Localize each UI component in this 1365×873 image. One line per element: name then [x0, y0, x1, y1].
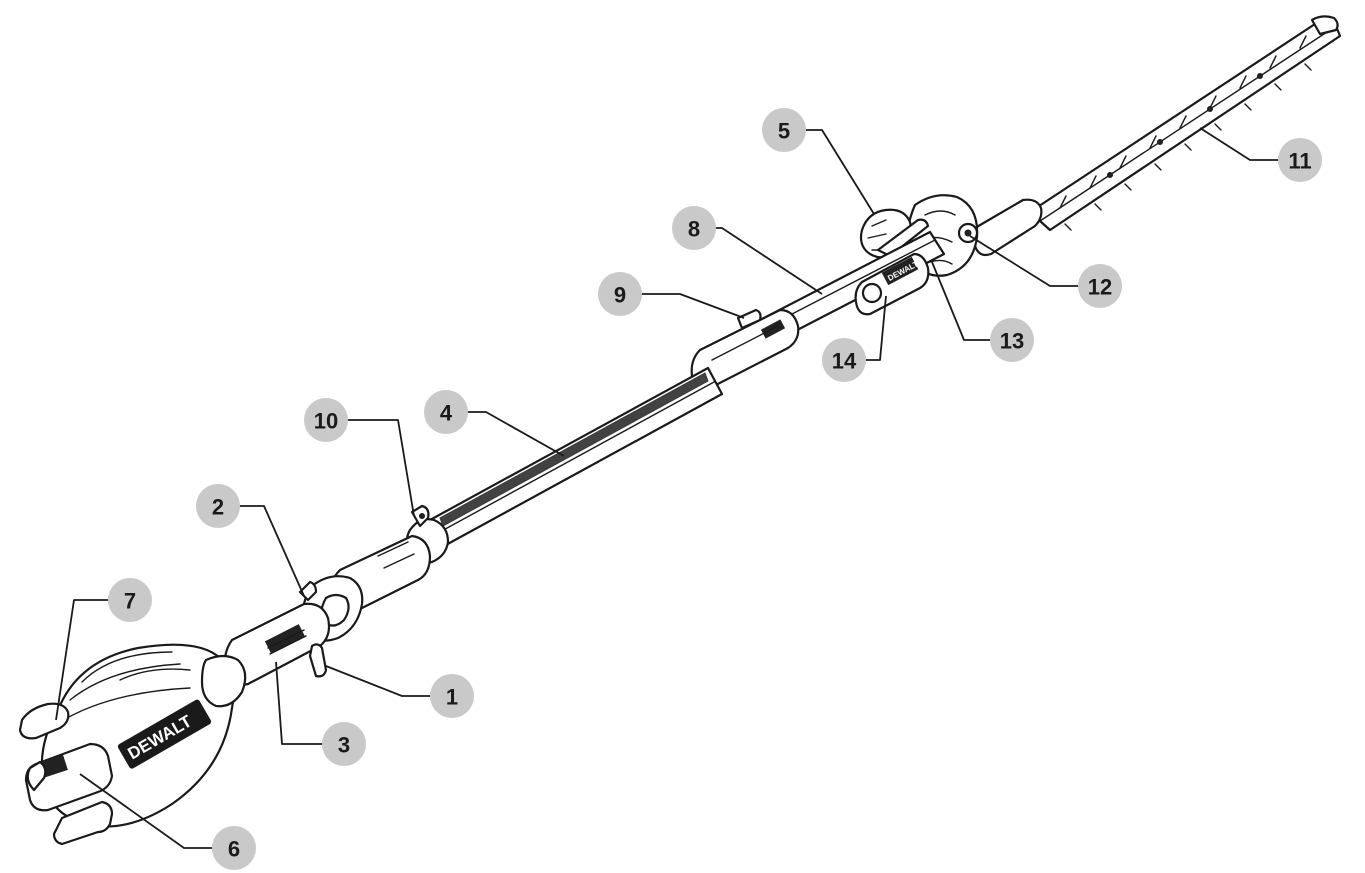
- main-pole: [428, 366, 724, 548]
- callout-1-label: 1: [446, 685, 458, 710]
- callout-12: 12: [1078, 264, 1122, 308]
- leader-10: [348, 419, 415, 517]
- callout-11: 11: [1278, 138, 1322, 182]
- leader-5: [806, 129, 875, 215]
- callout-4-label: 4: [440, 401, 453, 426]
- leader-7: [55, 599, 110, 721]
- leader-6: [79, 773, 214, 849]
- callout-4: 4: [424, 390, 468, 434]
- callout-11-label: 11: [1288, 149, 1311, 174]
- callout-9-label: 9: [614, 283, 626, 308]
- callout-12-label: 12: [1088, 275, 1112, 300]
- callout-8-label: 8: [688, 217, 700, 242]
- leader-14: [866, 295, 887, 361]
- callout-6: 6: [212, 826, 256, 870]
- cutting-blade: [1028, 15, 1342, 232]
- callout-14: 14: [822, 338, 866, 382]
- callout-1: 1: [430, 674, 474, 718]
- leader-12: [969, 235, 1080, 287]
- callout-5: 5: [762, 108, 806, 152]
- leader-11: [1199, 127, 1278, 161]
- leader-4: [466, 411, 565, 457]
- callout-2-label: 2: [212, 495, 224, 520]
- leader-9: [640, 293, 745, 319]
- callout-8: 8: [672, 206, 716, 250]
- angle-adjust-lever: [859, 208, 930, 259]
- callout-10: 10: [304, 398, 348, 442]
- leader-2: [238, 505, 305, 597]
- callout-5-label: 5: [778, 119, 790, 144]
- leader-3: [275, 661, 322, 745]
- telescoping-lock-collar: [690, 308, 800, 390]
- leader-lines: [55, 127, 1278, 849]
- rear-handle: [223, 602, 331, 686]
- callout-14-label: 14: [832, 349, 857, 374]
- callout-7-label: 7: [124, 589, 136, 614]
- callout-2: 2: [196, 484, 240, 528]
- leader-13: [931, 261, 990, 341]
- leader-8: [712, 227, 823, 295]
- leader-1: [325, 665, 430, 697]
- callout-13: 13: [990, 318, 1034, 362]
- callout-13-label: 13: [1000, 329, 1024, 354]
- callout-3: 3: [322, 722, 366, 766]
- callout-9: 9: [598, 272, 642, 316]
- callout-7: 7: [108, 578, 152, 622]
- callout-3-label: 3: [338, 733, 350, 758]
- upper-collar: DEWALT: [854, 252, 930, 316]
- motor-housing: DEWALT: [18, 643, 247, 846]
- callout-6-label: 6: [228, 837, 240, 862]
- callout-10-label: 10: [314, 409, 338, 434]
